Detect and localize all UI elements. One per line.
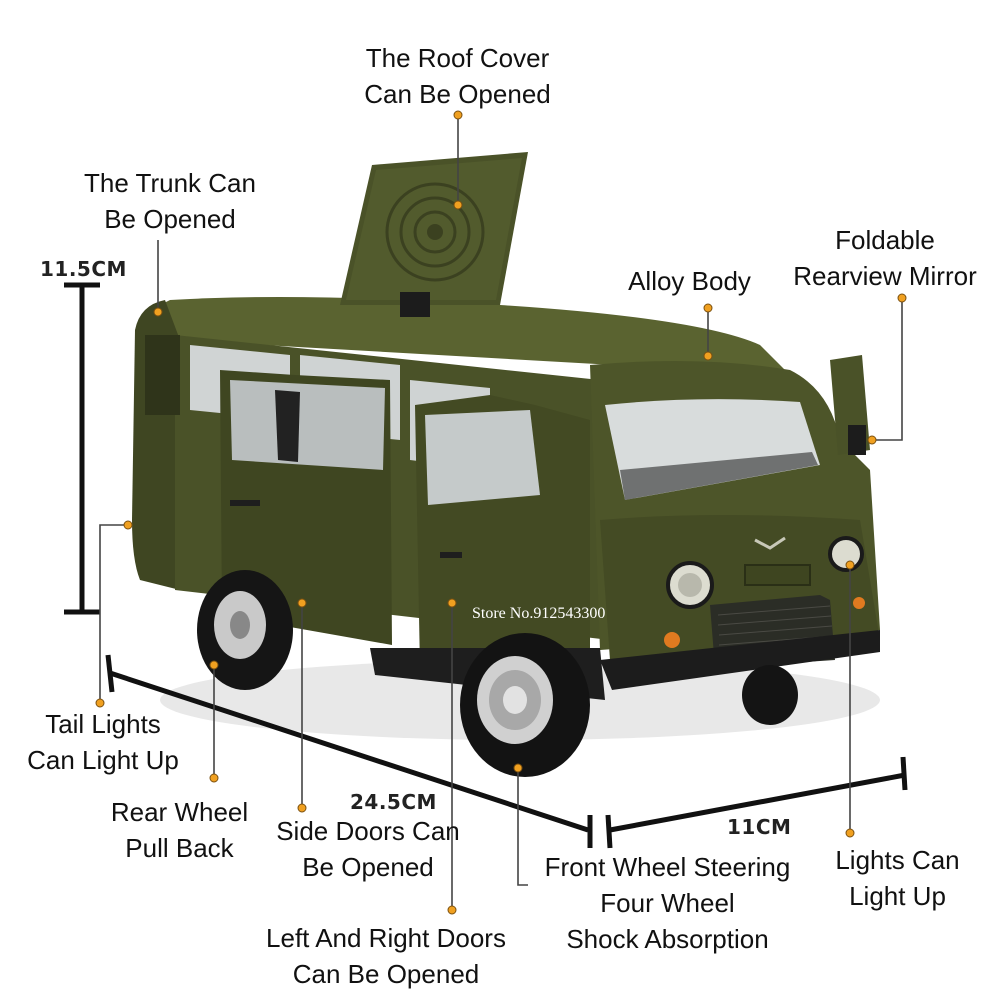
front-wheel-callout: Front Wheel Steering Four Wheel Shock Ab… (520, 849, 815, 957)
width-dimension-label: 11CM (727, 815, 792, 839)
callout-line: Can Be Opened (364, 79, 551, 109)
callout-line: The Roof Cover (365, 43, 550, 73)
front-wheel (460, 633, 590, 777)
callout-line: Rear Wheel (110, 797, 249, 827)
length-dimension-label: 24.5CM (350, 790, 437, 814)
store-watermark: Store No.912543300 (472, 605, 606, 622)
callout-line: Shock Absorption (566, 924, 769, 954)
side-doors-callout: Side Doors Can Be Opened (258, 813, 478, 885)
callout-line: Tail Lights (45, 709, 161, 739)
lr-doors-callout: Left And Right Doors Can Be Opened (240, 920, 532, 992)
dimension-markers (64, 282, 908, 849)
callout-line: Left And Right Doors (266, 923, 506, 953)
tail-lights-callout: Tail Lights Can Light Up (8, 706, 198, 778)
trunk-callout: The Trunk Can Be Opened (60, 165, 280, 237)
callout-line: Four Wheel (600, 888, 735, 918)
callout-line: Front Wheel Steering (544, 852, 791, 882)
lights-callout: Lights Can Light Up (820, 842, 975, 914)
rear-wheel-callout: Rear Wheel Pull Back (92, 794, 267, 866)
van-body (132, 152, 880, 700)
roof-cover-callout: The Roof Cover Can Be Opened (345, 40, 570, 112)
callout-line: Be Opened (104, 204, 236, 234)
callout-line: Alloy Body (628, 266, 751, 296)
callout-dots (95, 110, 907, 915)
callout-line: Be Opened (302, 852, 434, 882)
mirror-callout: Foldable Rearview Mirror (775, 222, 995, 294)
alloy-body-callout: Alloy Body (612, 263, 767, 299)
height-dimension-label: 11.5CM (40, 257, 127, 281)
callout-line: Can Be Opened (292, 959, 480, 989)
callout-line: Can Light Up (27, 745, 179, 775)
callout-line: Light Up (849, 881, 946, 911)
callout-line: Lights Can (835, 845, 960, 875)
front-right-wheel (742, 665, 798, 725)
callout-line: The Trunk Can (84, 168, 256, 198)
callout-line: Rearview Mirror (793, 261, 977, 291)
callout-line: Side Doors Can (276, 816, 460, 846)
rear-wheel (197, 570, 293, 690)
callout-line: Foldable (835, 225, 935, 255)
callout-line: Pull Back (125, 833, 234, 863)
callout-lines (99, 115, 903, 910)
